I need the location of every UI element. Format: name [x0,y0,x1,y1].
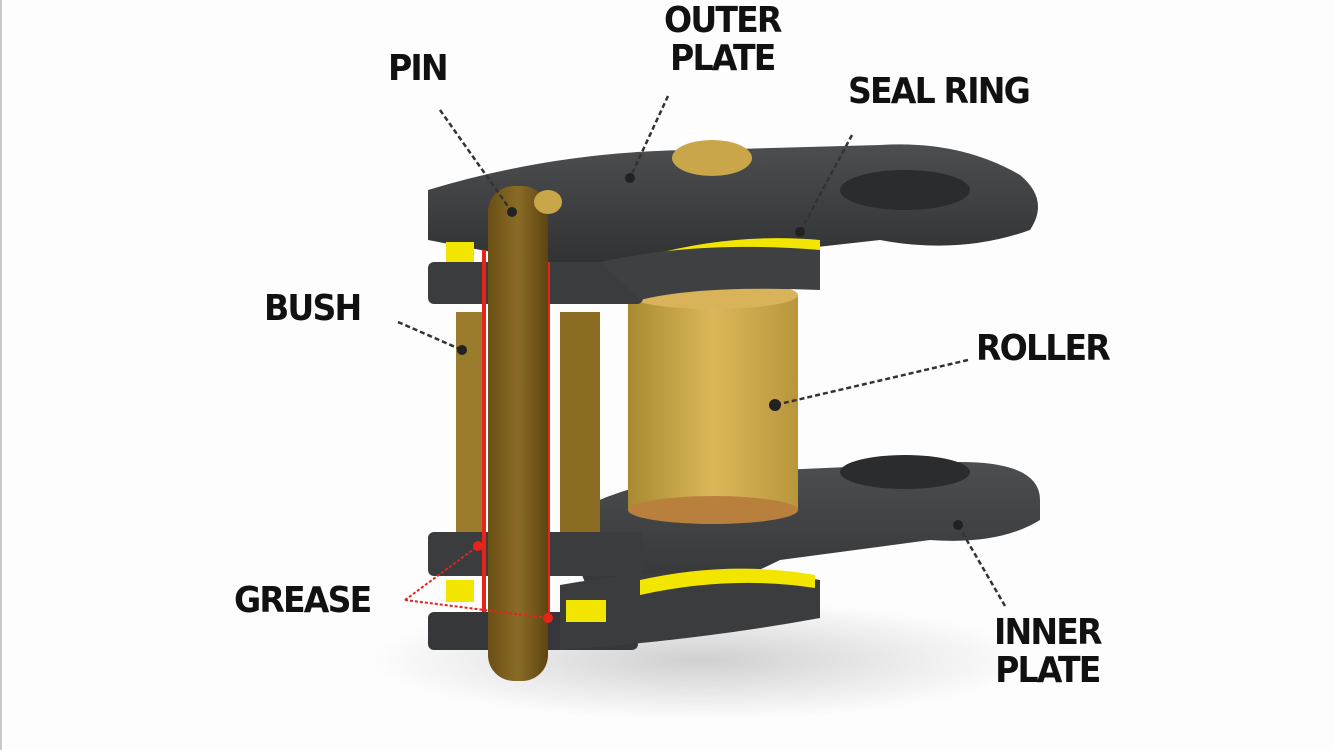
label-bush: BUSH [264,288,362,329]
pin [488,186,562,681]
leader-outer-plate [628,95,670,179]
leader-pin [438,109,514,213]
label-outer-plate: OUTER PLATE [664,0,782,79]
grease-leaders [404,545,549,619]
inner-plate-upper [600,246,820,300]
outer-plate-upper [428,140,1038,272]
label-inner-plate-line1: INNER [994,612,1103,653]
seal-ring-lower [446,568,815,622]
leader-lines [397,95,1007,607]
leader-seal-ring [798,134,854,233]
pin-head-right [672,140,752,176]
label-seal-ring: SEAL RING [848,71,1031,112]
left-border [0,0,2,750]
label-outer-plate-line2: PLATE [670,38,776,79]
leader-bush [397,320,463,352]
label-grease: GREASE [234,580,372,621]
bush [456,312,600,532]
label-roller: ROLLER [976,328,1111,369]
leader-roller [774,358,969,407]
inner-plate-hole [840,455,970,489]
label-inner-plate-line2: PLATE [995,650,1101,691]
leader-dots [457,173,963,530]
label-inner-plate: INNER PLATE [994,612,1103,691]
label-pin: PIN [388,48,449,89]
grease-point-2 [543,613,553,623]
label-outer-plate-line1: OUTER [664,0,782,41]
outer-plate-hole [840,170,970,210]
grease-point-1 [473,541,483,551]
